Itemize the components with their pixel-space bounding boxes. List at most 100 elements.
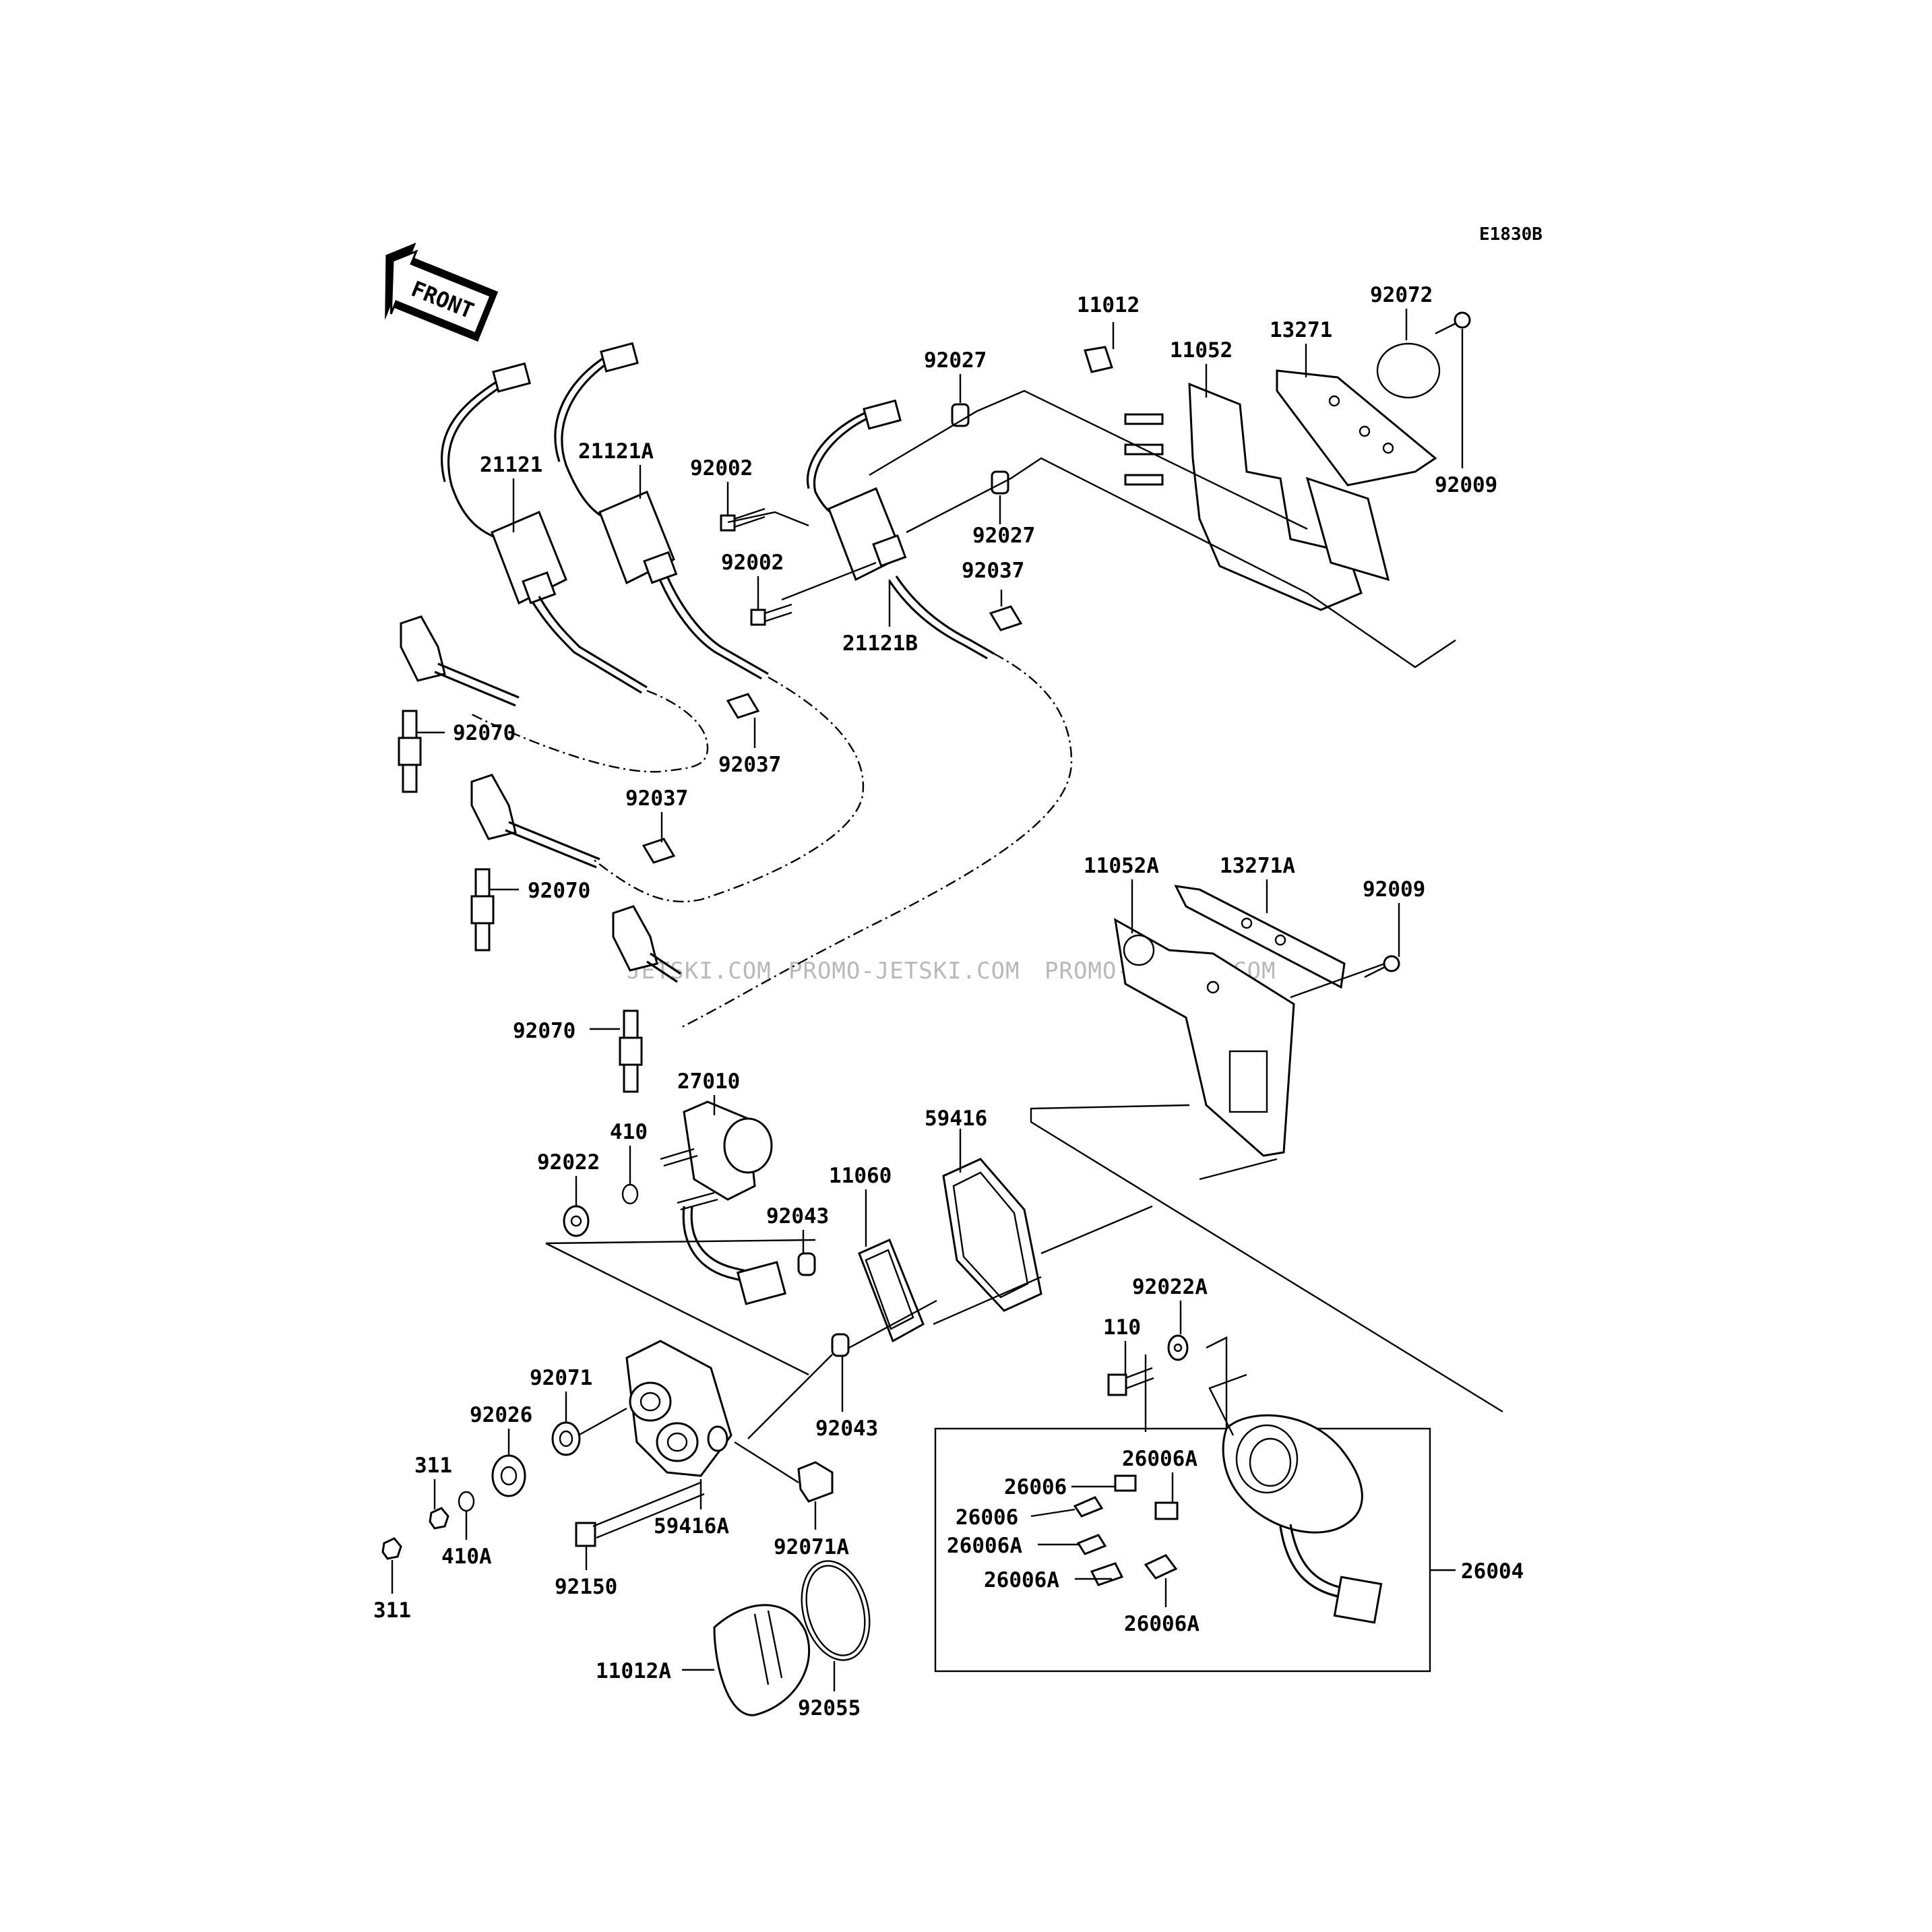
seal-92026 xyxy=(491,1454,526,1497)
callout-92022A: 92022A xyxy=(1132,1275,1208,1334)
callout-26006A-c: 26006A xyxy=(984,1568,1112,1592)
callout-92043-b: 92043 xyxy=(815,1356,878,1441)
svg-text:26006A: 26006A xyxy=(947,1534,1022,1558)
fuse-26006-b xyxy=(1073,1496,1104,1518)
svg-text:92043: 92043 xyxy=(766,1204,829,1228)
callout-92022: 92022 xyxy=(537,1150,600,1206)
callout-92002-b: 92002 xyxy=(721,551,784,610)
fuse-26006-a xyxy=(1114,1474,1137,1492)
svg-text:11060: 11060 xyxy=(829,1164,892,1188)
svg-text:26006A: 26006A xyxy=(984,1568,1059,1592)
nut-311-b xyxy=(381,1537,402,1560)
svg-text:27010: 27010 xyxy=(677,1069,740,1094)
fuse-26006A-c xyxy=(1090,1562,1124,1586)
callout-26006A-b: 26006A xyxy=(947,1534,1078,1558)
washer-92022 xyxy=(563,1205,590,1237)
callout-92009-b: 92009 xyxy=(1363,877,1425,957)
callout-21121: 21121 xyxy=(480,453,542,532)
svg-text:13271A: 13271A xyxy=(1220,854,1295,878)
svg-text:21121: 21121 xyxy=(480,453,542,477)
collar-92027-a xyxy=(951,403,970,427)
bolt-11012 xyxy=(1084,346,1113,373)
svg-text:92022A: 92022A xyxy=(1132,1275,1208,1299)
callout-92070-b: 92070 xyxy=(489,879,590,903)
svg-text:410A: 410A xyxy=(441,1545,492,1569)
svg-text:PROMO-JETSKI.COM: PROMO-JETSKI.COM xyxy=(788,958,1020,985)
callout-92002-a: 92002 xyxy=(690,456,753,516)
washer-410A xyxy=(458,1491,475,1512)
callout-59416A: 59416A xyxy=(654,1479,729,1538)
svg-text:11052: 11052 xyxy=(1170,338,1233,363)
svg-text:92071A: 92071A xyxy=(774,1535,849,1559)
svg-text:59416: 59416 xyxy=(925,1107,987,1131)
callout-11012A: 11012A xyxy=(596,1659,714,1683)
callout-21121A: 21121A xyxy=(578,439,654,499)
callout-11052A: 11052A xyxy=(1084,854,1159,933)
sensor-27010 xyxy=(660,1100,787,1305)
svg-text:21121B: 21121B xyxy=(842,631,918,656)
svg-text:11012A: 11012A xyxy=(596,1659,671,1683)
callout-311-b: 311 xyxy=(373,1560,411,1623)
callout-92070-c: 92070 xyxy=(513,1019,620,1043)
svg-text:21121A: 21121A xyxy=(578,439,654,464)
bolt-92002-a xyxy=(720,507,766,532)
spark-plug-2 xyxy=(470,868,495,952)
svg-text:92150: 92150 xyxy=(555,1575,617,1599)
callout-26006-b: 26006 xyxy=(956,1505,1076,1530)
callout-59416: 59416 xyxy=(925,1107,987,1173)
meter-assembly-box xyxy=(934,1427,1431,1673)
plug-cap-1 xyxy=(400,615,520,707)
plug-cap-2 xyxy=(470,774,600,869)
svg-text:92070: 92070 xyxy=(453,721,516,745)
svg-text:92055: 92055 xyxy=(798,1696,861,1720)
o-ring-410 xyxy=(621,1183,639,1205)
svg-text:92037: 92037 xyxy=(625,786,688,811)
front-arrow-icon: FRONT xyxy=(385,243,499,342)
svg-text:92037: 92037 xyxy=(718,753,781,777)
ignition-coil-21121B xyxy=(807,399,995,660)
callout-410: 410 xyxy=(610,1120,648,1185)
svg-text:311: 311 xyxy=(414,1454,452,1478)
svg-text:26006A: 26006A xyxy=(1124,1612,1199,1636)
svg-text:11012: 11012 xyxy=(1077,293,1140,317)
callout-26006A-a: 26006A xyxy=(1122,1447,1197,1503)
callout-13271: 13271 xyxy=(1270,318,1332,377)
housing-59416A xyxy=(625,1340,733,1477)
svg-text:410: 410 xyxy=(610,1120,648,1144)
bolt-92002-b xyxy=(750,603,792,626)
callout-26004: 26004 xyxy=(1430,1559,1524,1584)
callout-92037-c: 92037 xyxy=(625,786,688,842)
clamp-92037-a xyxy=(989,605,1023,631)
svg-text:92009: 92009 xyxy=(1363,877,1425,902)
callout-27010: 27010 xyxy=(677,1069,740,1115)
callout-92026: 92026 xyxy=(470,1403,532,1456)
bracket-11052 xyxy=(1124,382,1390,611)
plug-cap-3 xyxy=(612,905,681,983)
svg-text:92002: 92002 xyxy=(690,456,753,480)
svg-text:92071: 92071 xyxy=(530,1366,592,1390)
bracket-11052A xyxy=(1114,918,1295,1157)
fuse-26006A-b xyxy=(1076,1534,1107,1555)
svg-text:311: 311 xyxy=(373,1598,411,1623)
screw-92009-b xyxy=(1364,955,1400,978)
bolt-110 xyxy=(1107,1367,1154,1396)
svg-text:92026: 92026 xyxy=(470,1403,532,1427)
svg-text:92027: 92027 xyxy=(924,348,987,373)
callout-92027-a: 92027 xyxy=(924,348,987,403)
svg-text:92043: 92043 xyxy=(815,1416,878,1441)
clamp-92037-b xyxy=(726,693,760,719)
callout-92037-a: 92037 xyxy=(962,559,1024,606)
plate-13271 xyxy=(1276,369,1437,487)
callout-11052: 11052 xyxy=(1170,338,1233,398)
callout-92043-a: 92043 xyxy=(766,1204,829,1253)
callout-92071: 92071 xyxy=(530,1366,592,1422)
svg-text:92037: 92037 xyxy=(962,559,1024,583)
callout-26006A-d: 26006A xyxy=(1124,1578,1199,1636)
svg-text:26006: 26006 xyxy=(1004,1475,1067,1499)
callout-92071A: 92071A xyxy=(774,1501,849,1559)
svg-text:59416A: 59416A xyxy=(654,1514,729,1538)
svg-text:11052A: 11052A xyxy=(1084,854,1159,878)
dowel-92043-a xyxy=(797,1252,816,1276)
cover-59416 xyxy=(942,1158,1153,1312)
callout-92072: 92072 xyxy=(1370,283,1433,340)
